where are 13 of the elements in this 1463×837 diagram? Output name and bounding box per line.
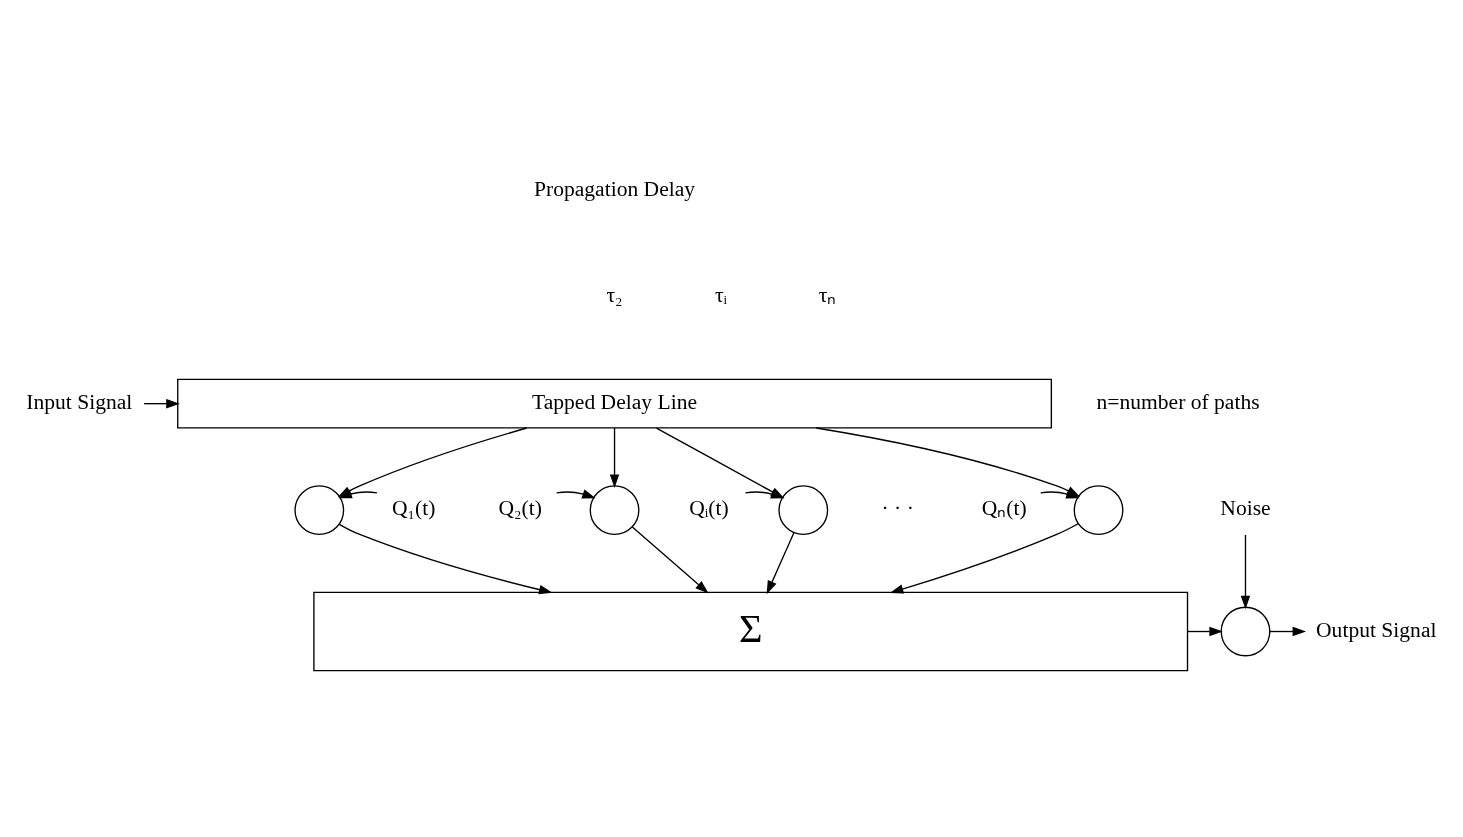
node-text: Q₁(t) [391,496,436,521]
node-text: Qₙ(t) [981,496,1027,521]
label: τₙ [818,283,837,308]
node-text: Output Signal [1316,617,1437,642]
label: Propagation Delay [534,176,696,201]
node-text: Qᵢ(t) [689,496,729,521]
label: τ₂ [606,283,623,308]
node-text: Input Signal [26,389,133,414]
label: · · · [881,496,914,521]
label: τᵢ [714,283,728,308]
node-text: Q₂(t) [498,496,542,521]
label: n=number of paths [1096,389,1260,414]
node-text: Noise [1220,496,1271,521]
